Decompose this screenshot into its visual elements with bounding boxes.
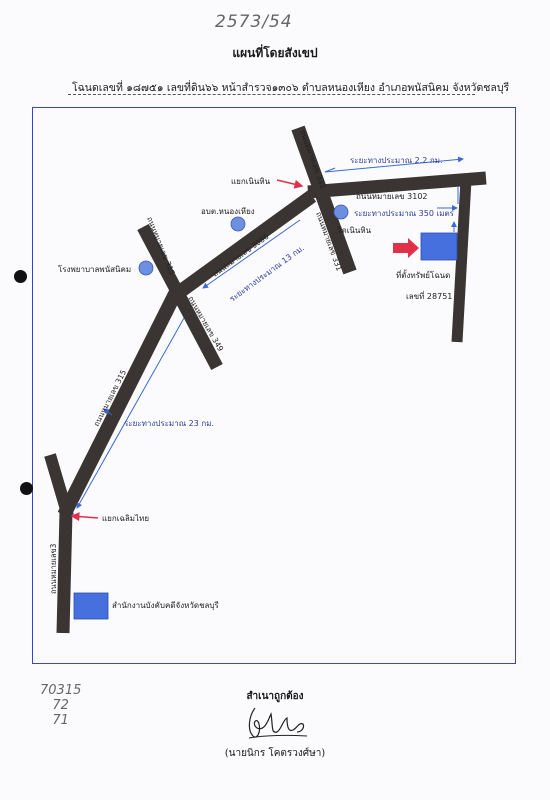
road-3086	[169, 190, 317, 302]
deed-underline	[68, 94, 475, 95]
road-label-3102: ถนนหมายเลข 3102	[356, 192, 428, 201]
road-3102	[307, 171, 487, 199]
distance-line-23-start	[103, 408, 113, 416]
road-network	[44, 125, 487, 634]
junction-noenhin-label: แยกเนินหิน	[231, 177, 271, 186]
hospital-marker	[138, 260, 154, 276]
property-marker	[420, 232, 458, 261]
obt-label: อบต.หนองเหียง	[201, 207, 255, 216]
office-marker	[73, 592, 109, 620]
distance-label-350: ระยะทางประมาณ 350 เมตร	[354, 209, 455, 218]
property-number: เลขที่ 28751	[406, 290, 452, 301]
office-label: สำนักงานบังคับคดีจังหวัดชลบุรี	[112, 601, 219, 610]
distance-line-2-2	[324, 156, 464, 173]
road-3	[56, 511, 73, 634]
deed-info-line: โฉนดเลขที่ ๑๘๗๕๑ เลขที่ดิน๖๖ หน้าสำรวจ๑๓…	[72, 82, 510, 94]
road-331	[291, 125, 357, 275]
punch-hole-top	[14, 270, 27, 283]
distance-label-2-2: ระยะทางประมาณ 2.2 กม.	[350, 156, 443, 165]
hospital-label: โรงพยาบาลพนัสนิคม	[58, 264, 131, 274]
distance-label-23: ระยะทางประมาณ 23 กม.	[124, 419, 214, 428]
page-title: แผนที่โดยสังเขป	[232, 46, 318, 60]
distance-line-23	[76, 317, 185, 509]
road-3102-spur	[451, 179, 472, 343]
road-315	[57, 288, 183, 519]
signature	[248, 707, 308, 739]
distance-guides	[76, 156, 464, 509]
distance-line-2-2-return	[324, 167, 336, 173]
junction-chalerm-arrow	[70, 512, 99, 522]
distance-line-13	[202, 219, 301, 289]
junction-noenhin-arrow	[276, 179, 304, 189]
property-pointer-arrow	[393, 238, 419, 258]
road-label-3: ถนนหมายเลข3	[49, 543, 58, 594]
obt-marker	[230, 216, 246, 232]
property-label: ที่ตั้งทรัพย์โฉนด	[396, 269, 450, 280]
map-frame	[32, 107, 516, 664]
signer-name: (นายนิกร โคตรวงศ์ษา)	[224, 748, 326, 759]
punch-hole-bottom	[20, 482, 33, 495]
wat-marker	[333, 204, 349, 220]
margin-notes: 70315 72 71	[40, 683, 82, 728]
certified-copy-label: สำเนาถูกต้อง	[246, 691, 304, 702]
junction-chalerm-label: แยกเฉลิมไทย	[102, 514, 149, 523]
road-3-branch	[44, 453, 74, 518]
document-number: 2573/54	[215, 12, 293, 32]
wat-label: วัดเนินหิน	[337, 226, 372, 235]
